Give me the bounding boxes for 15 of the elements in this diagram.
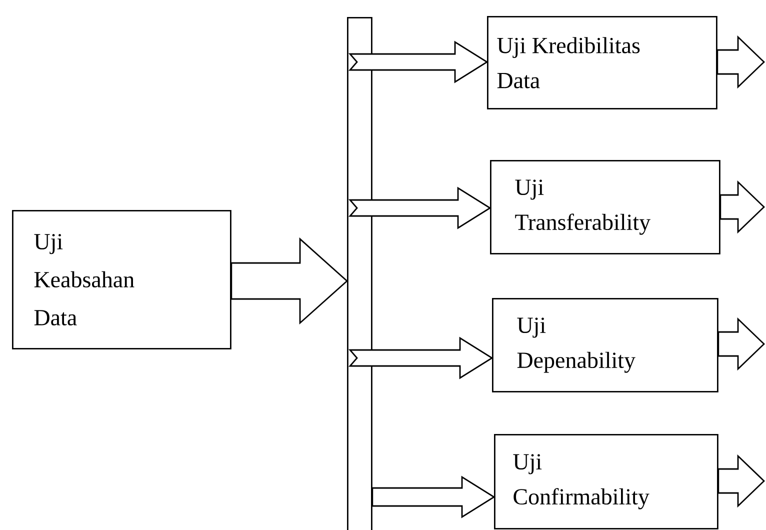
process-box: Uji Kredibilitas Data bbox=[487, 16, 718, 110]
block-arrow bbox=[230, 237, 348, 325]
block-arrow bbox=[348, 40, 488, 84]
block-arrow bbox=[348, 336, 494, 380]
block-arrow bbox=[720, 180, 765, 234]
vertical-bar bbox=[347, 17, 372, 530]
block-arrow bbox=[718, 454, 765, 508]
process-box: Uji Keabsahan Data bbox=[12, 210, 232, 350]
process-box: Uji Depenability bbox=[492, 298, 718, 392]
block-arrow bbox=[716, 35, 765, 89]
process-box: Uji Transferability bbox=[490, 160, 720, 254]
block-arrow bbox=[372, 476, 496, 518]
block-arrow bbox=[718, 317, 765, 371]
process-box: Uji Confirmability bbox=[494, 434, 718, 530]
block-arrow bbox=[348, 186, 492, 230]
